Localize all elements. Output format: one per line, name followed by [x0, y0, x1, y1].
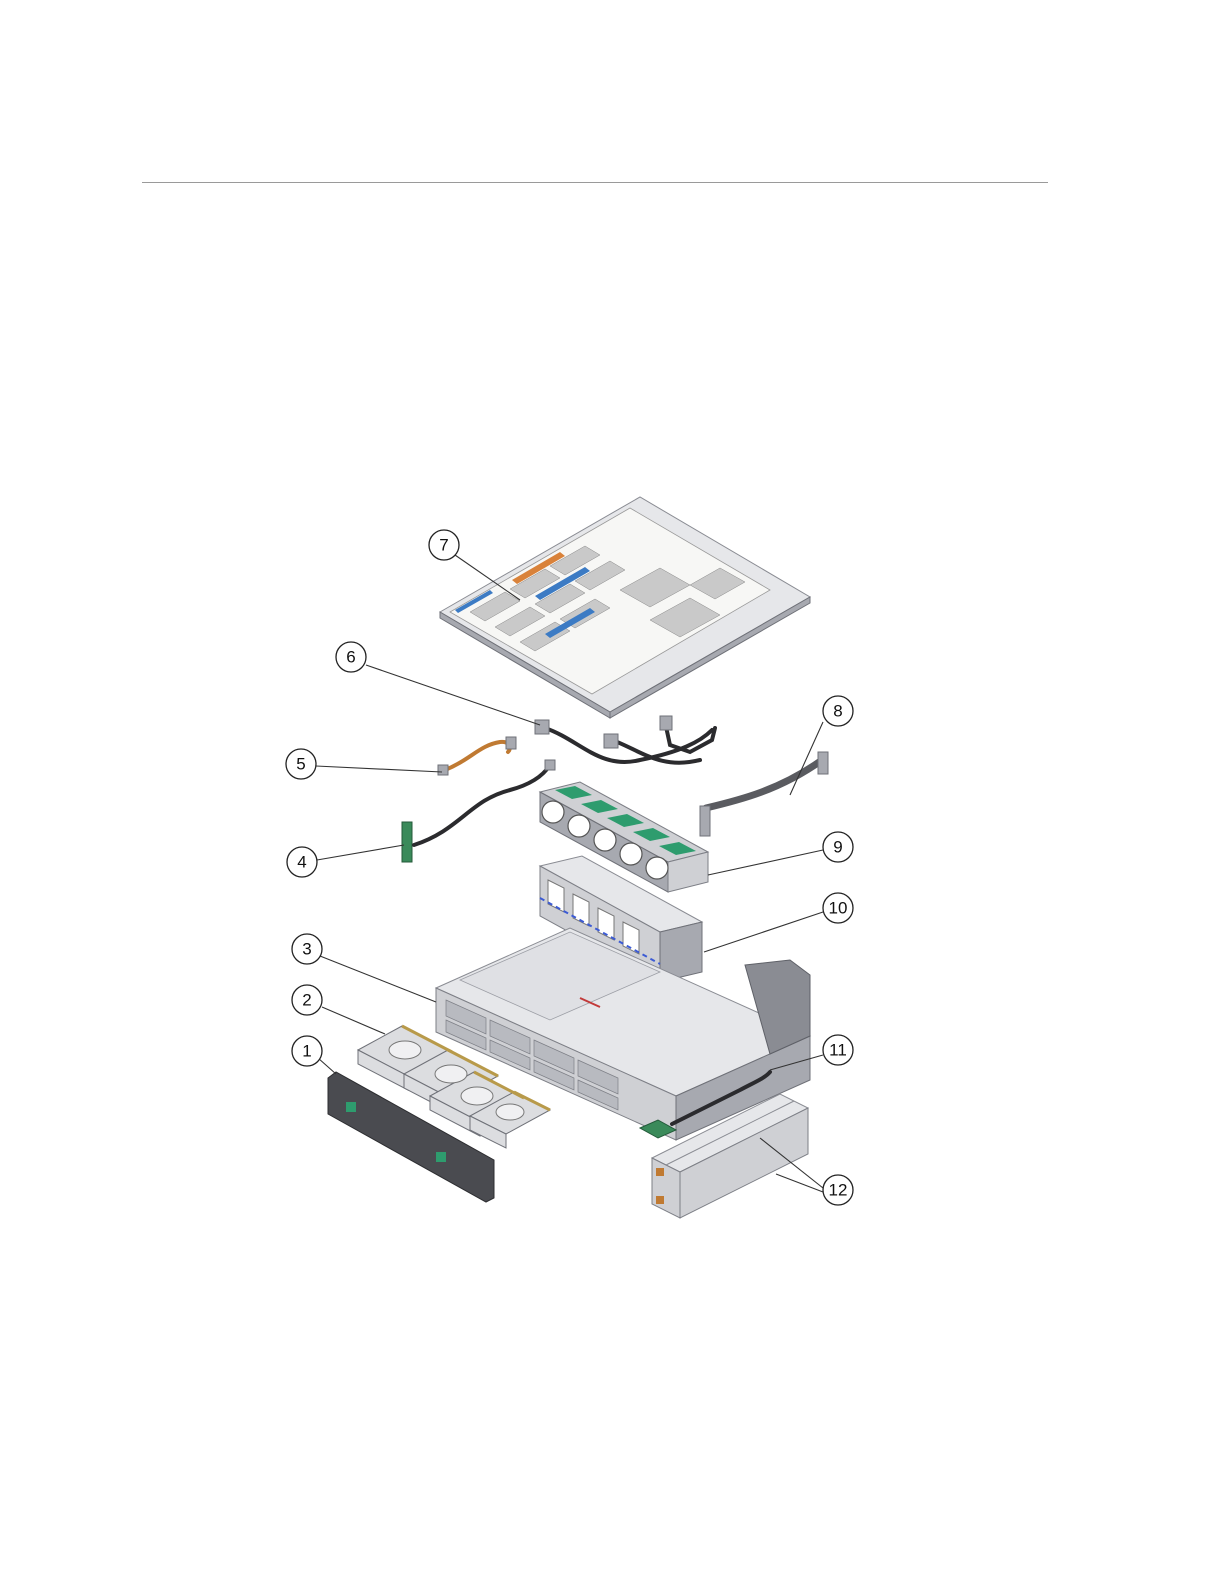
- callout-6-label: 6: [346, 648, 355, 667]
- callout-4: 4: [287, 847, 317, 877]
- callout-5-label: 5: [296, 755, 305, 774]
- top-cover: [440, 497, 810, 718]
- callout-10-label: 10: [829, 899, 848, 918]
- callout-2-label: 2: [302, 991, 311, 1010]
- callout-11: 11: [823, 1035, 853, 1065]
- callout-10: 10: [823, 893, 853, 923]
- callout-12: 12: [823, 1175, 853, 1205]
- callout-5: 5: [286, 749, 316, 779]
- callout-7-label: 7: [439, 536, 448, 555]
- cable-harness: [535, 716, 715, 763]
- callout-9-label: 9: [833, 838, 842, 857]
- callout-2: 2: [292, 985, 322, 1015]
- callout-8: 8: [823, 696, 853, 726]
- callout-11-label: 11: [829, 1041, 847, 1060]
- callout-3: 3: [292, 934, 322, 964]
- callout-9: 9: [823, 832, 853, 862]
- callout-6: 6: [336, 642, 366, 672]
- callout-8-label: 8: [833, 702, 842, 721]
- callout-1-label: 1: [302, 1042, 311, 1061]
- callout-4-label: 4: [297, 853, 306, 872]
- callout-12-label: 12: [829, 1181, 848, 1200]
- long-cable: [700, 752, 828, 836]
- callout-7: 7: [429, 530, 459, 560]
- indicator-board-cable: [402, 760, 555, 862]
- callout-3-label: 3: [302, 940, 311, 959]
- callout-1: 1: [292, 1036, 322, 1066]
- orange-cable: [438, 737, 516, 775]
